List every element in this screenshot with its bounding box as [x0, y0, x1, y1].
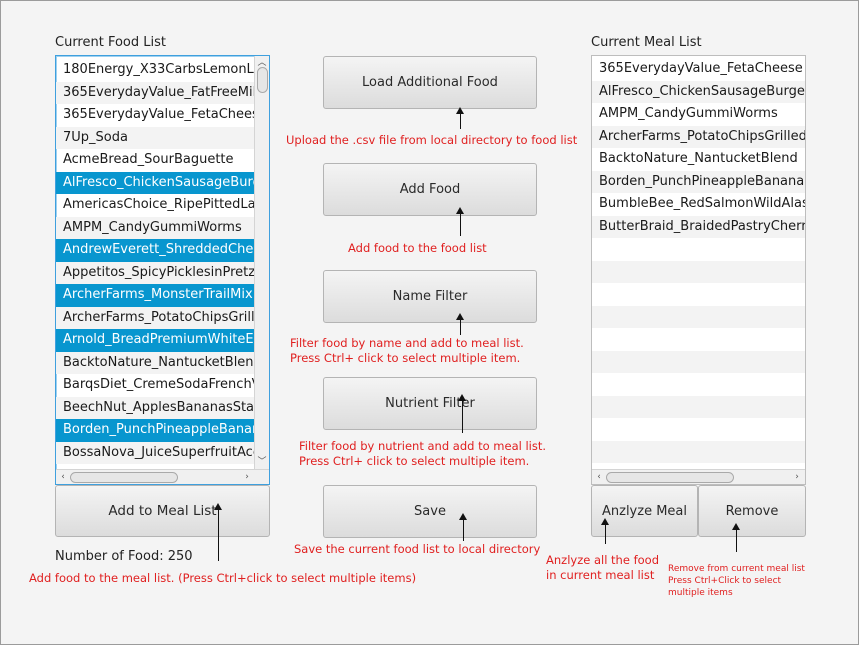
name-filter-button[interactable]: Name Filter [323, 270, 537, 323]
meal-list-empty-row [592, 328, 805, 351]
meal-list-item[interactable]: BacktoNature_NantucketBlend [599, 151, 798, 166]
annotation-add-food: Add food to the food list [348, 241, 487, 255]
food-list-hscroll-thumb[interactable] [70, 472, 178, 483]
food-list-item[interactable]: AlFresco_ChickenSausageBurgers [56, 171, 254, 194]
scroll-right-icon[interactable]: › [795, 472, 799, 482]
remove-button[interactable]: Remove [698, 485, 806, 537]
food-list[interactable]: 180Energy_X33CarbsLemonLime 365EverydayVa… [55, 55, 270, 485]
food-list-item[interactable]: Appetitos_SpicyPicklesinPretzel [56, 261, 254, 284]
annotation-nutrient-line2: Press Ctrl+ click to select multiple ite… [299, 454, 530, 468]
meal-list-item[interactable]: AlFresco_ChickenSausageBurgers [592, 80, 805, 103]
food-count-label: Number of Food: 250 [55, 549, 193, 564]
food-list-hscrollbar[interactable]: ‹ › [56, 469, 269, 484]
meal-list-item[interactable]: BumbleBee_RedSalmonWildAlaskan [599, 196, 805, 211]
meal-list-empty-row [592, 260, 805, 283]
food-list-item[interactable]: AcmeBread_SourBaguette [63, 152, 234, 167]
annotation-remove-line2: Press Ctrl+Click to select [668, 576, 782, 586]
meal-list-item[interactable]: 365EverydayValue_FetaCheese [599, 61, 803, 76]
food-list-item[interactable]: BacktoNature_NantucketBlend [56, 351, 254, 374]
annotation-analyze-line1: Anzlyze all the food [546, 553, 660, 567]
meal-list-item[interactable]: Borden_PunchPineappleBanana [592, 170, 805, 193]
annotation-name-filter-line2: Press Ctrl+ click to select multiple ite… [290, 351, 521, 365]
meal-list-empty-row [592, 418, 805, 441]
food-list-item[interactable]: AndrewEverett_ShreddedCheese [56, 239, 254, 262]
annotation-add-to-meal: Add food to the meal list. (Press Ctrl+c… [29, 571, 417, 585]
arrow-up-icon [456, 107, 464, 129]
food-list-item[interactable]: ArcherFarms_PotatoChipsGrilled [56, 306, 254, 329]
meal-list-hscroll-thumb[interactable] [606, 472, 734, 483]
load-additional-food-button[interactable]: Load Additional Food [323, 56, 537, 109]
arrow-up-icon [459, 513, 467, 541]
arrow-up-icon [458, 394, 466, 433]
save-button[interactable]: Save [323, 485, 537, 538]
meal-list-item[interactable]: ArcherFarms_PotatoChipsGrilledCheese [592, 125, 805, 148]
arrow-up-icon [456, 313, 464, 335]
annotation-nutrient-line1: Filter food by nutrient and add to meal … [299, 439, 547, 453]
meal-list-empty-row [592, 395, 805, 418]
meal-list-hscrollbar[interactable]: ‹ › [592, 469, 805, 484]
food-list-item[interactable]: BarqsDiet_CremeSodaFrenchVanilla [63, 377, 254, 392]
arrow-up-icon [214, 503, 222, 561]
annotation-name-filter-line1: Filter food by name and add to meal list… [290, 336, 524, 350]
food-list-vscrollbar[interactable]: ︿ ﹀ [254, 56, 269, 469]
food-list-item[interactable]: AmericasChoice_RipePittedLarge [63, 197, 254, 212]
scroll-left-icon[interactable]: ‹ [61, 472, 65, 482]
food-list-item[interactable]: AMPM_CandyGummiWorms [56, 216, 254, 239]
annotation-load: Upload the .csv file from local director… [286, 133, 578, 147]
food-list-item[interactable]: 180Energy_X33CarbsLemonLime [63, 62, 254, 77]
annotation-analyze-line2: in current meal list [546, 568, 655, 582]
scroll-up-icon[interactable]: ︿ [257, 58, 267, 68]
meal-list-empty-row [592, 305, 805, 328]
meal-list-empty-row [592, 238, 805, 261]
food-list-item[interactable]: Arnold_BreadPremiumWhiteEnriched [56, 329, 254, 352]
arrow-up-icon [601, 518, 609, 544]
meal-list-empty-row [592, 440, 805, 463]
annotation-remove-line3: multiple items [668, 588, 733, 598]
food-list-item[interactable]: 365EverydayValue_FetaCheese [63, 107, 254, 122]
food-list-vscroll-thumb[interactable] [257, 67, 268, 93]
analyze-meal-button[interactable]: Anzlyze Meal [591, 485, 698, 537]
scroll-left-icon[interactable]: ‹ [597, 472, 601, 482]
meal-list-item[interactable]: ButterBraid_BraidedPastryCherry [592, 215, 805, 238]
add-to-meal-list-button[interactable]: Add to Meal List [55, 485, 270, 537]
food-list-item[interactable]: Borden_PunchPineappleBanana [56, 419, 254, 442]
food-list-item[interactable]: BeechNut_ApplesBananasStage [56, 396, 254, 419]
meal-list-empty-row [592, 373, 805, 396]
food-list-item[interactable]: BossaNova_JuiceSuperfruitAcerola [56, 441, 254, 464]
food-list-title: Current Food List [55, 35, 166, 50]
arrow-up-icon [732, 523, 740, 552]
scroll-right-icon[interactable]: › [245, 472, 249, 482]
annotation-remove-line1: Remove from current meal list [668, 564, 805, 574]
nutrient-filter-button[interactable]: Nutrient Filter [323, 377, 537, 430]
meal-list-empty-row [592, 283, 805, 306]
food-list-item[interactable]: 365EverydayValue_FatFreeMilk [56, 81, 254, 104]
meal-list-item[interactable]: AMPM_CandyGummiWorms [599, 106, 778, 121]
food-list-item[interactable]: 7Up_Soda [56, 126, 254, 149]
arrow-up-icon [456, 207, 464, 236]
meal-list-empty-row [592, 350, 805, 373]
annotation-save: Save the current food list to local dire… [294, 542, 541, 556]
scroll-down-icon[interactable]: ﹀ [257, 457, 267, 467]
food-list-item[interactable]: ArcherFarms_MonsterTrailMix [56, 284, 254, 307]
add-food-button[interactable]: Add Food [323, 163, 537, 216]
meal-list-title: Current Meal List [591, 35, 702, 50]
